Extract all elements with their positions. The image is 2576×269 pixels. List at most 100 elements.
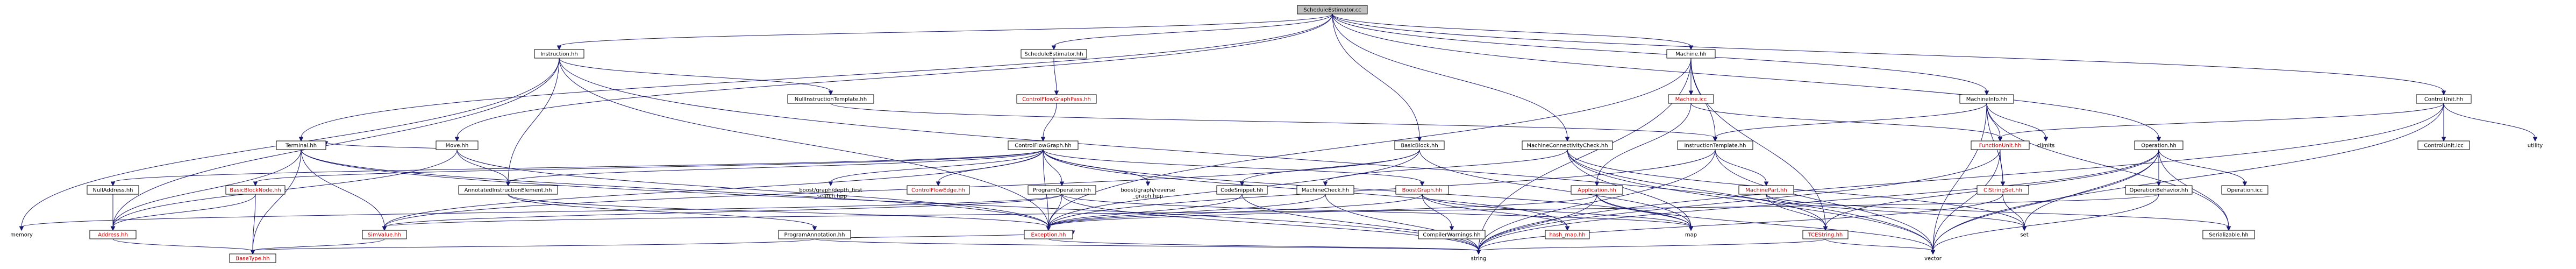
node-tcestring[interactable]: TCEString.hh xyxy=(1802,230,1849,239)
edge-machinecheck-to-string xyxy=(1325,194,1481,255)
node-machineinfo[interactable]: MachineInfo.hh xyxy=(1959,94,2014,104)
edge-controlunit-to-vector xyxy=(1930,103,2444,255)
node-nullinstrtempl[interactable]: NullInstructionTemplate.hh xyxy=(787,94,874,104)
node-basetype[interactable]: BaseType.hh xyxy=(229,253,276,263)
node-hashmap[interactable]: hash_map.hh xyxy=(1545,230,1590,239)
edge-cfg-to-annotated xyxy=(505,149,1044,187)
edge-instruction-to-nullinstrtempl xyxy=(559,58,833,96)
node-codesnippet[interactable]: CodeSnippet.hh xyxy=(1216,185,1268,195)
node-schedest[interactable]: ScheduleEstimator.hh xyxy=(1021,49,1087,59)
node-machinepart[interactable]: MachinePart.hh xyxy=(1738,185,1794,195)
node-operationicc[interactable]: Operation.icc xyxy=(2221,185,2268,195)
edge-annotated-to-exception xyxy=(508,194,1051,231)
node-machineicc[interactable]: Machine.icc xyxy=(1668,94,1714,104)
node-label: string xyxy=(1471,256,1487,262)
node-label: _graph.hpp xyxy=(1132,194,1163,200)
edge-root-to-move xyxy=(454,13,1333,142)
node-mconncheck[interactable]: MachineConnectivityCheck.hh xyxy=(1522,140,1613,150)
edge-machinepart-to-tcestring xyxy=(1766,194,1828,231)
node-label: ScheduleEstimator.hh xyxy=(1024,52,1083,58)
node-controlunitich[interactable]: ControlUnit.icc xyxy=(2417,140,2470,150)
node-utility: utility xyxy=(2528,143,2543,149)
node-label: boost/graph/reverse xyxy=(1121,188,1175,194)
edge-opbehavior-to-simvalue xyxy=(382,194,2159,231)
edge-tcestring-to-string xyxy=(1476,238,1826,255)
node-exception[interactable]: Exception.hh xyxy=(1024,230,1073,239)
edge-boostgraph-to-hashmap xyxy=(1422,194,1570,231)
node-citstringset[interactable]: CIStringSet.hh xyxy=(1976,185,2029,195)
node-root[interactable]: ScheduleEstimator.cc xyxy=(1297,5,1368,15)
edge-controlunit-to-string xyxy=(1476,103,2444,255)
edge-controlunit-to-controlunitich xyxy=(2441,103,2446,142)
node-compilerwarnings[interactable]: CompilerWarnings.hh xyxy=(1418,230,1486,239)
edge-machinepart-to-serializable xyxy=(1766,194,2231,231)
edge-schedest-to-cfgpass xyxy=(1053,58,1059,96)
node-move[interactable]: Move.hh xyxy=(436,140,479,150)
node-bgdfs: boost/graph/depth_first_search.hpp xyxy=(799,188,862,200)
edge-root-to-schedest xyxy=(1051,13,1333,51)
node-application[interactable]: Application.hh xyxy=(1571,185,1623,195)
node-label: Application.hh xyxy=(1578,188,1616,194)
node-label: Move.hh xyxy=(446,143,469,149)
edge-boostgraph-to-compilerwarnings xyxy=(1422,194,1454,231)
edge-machinepart-to-set xyxy=(1766,194,2027,231)
node-label: MachinePart.hh xyxy=(1745,188,1787,194)
node-label: ControlFlowGraphPass.hh xyxy=(1022,97,1091,103)
edge-simvalue-to-basetype xyxy=(250,238,385,255)
node-instrtempl[interactable]: InstructionTemplate.hh xyxy=(1677,140,1753,150)
node-boostgraph[interactable]: BoostGraph.hh xyxy=(1395,185,1449,195)
edge-root-to-operation xyxy=(1332,13,2161,142)
node-nulladdress[interactable]: NullAddress.hh xyxy=(87,185,139,195)
node-label: vector xyxy=(1924,256,1942,262)
edge-mconncheck-to-vector xyxy=(1567,149,1936,255)
node-simvalue[interactable]: SimValue.hh xyxy=(362,230,407,239)
node-serializable[interactable]: Serializable.hh xyxy=(2202,230,2255,239)
edge-progannot-to-basetype xyxy=(250,238,815,255)
node-opbehavior[interactable]: OperationBehavior.hh xyxy=(2125,185,2193,195)
node-operation[interactable]: Operation.hh xyxy=(2134,140,2183,150)
edge-root-to-instruction xyxy=(556,13,1333,51)
node-label: Operation.icc xyxy=(2227,188,2263,194)
node-label: OperationBehavior.hh xyxy=(2129,188,2188,194)
node-basicblocknode[interactable]: BasicBlockNode.hh xyxy=(225,185,286,195)
node-label: Instruction.hh xyxy=(540,52,577,58)
node-machine[interactable]: Machine.hh xyxy=(1666,49,1716,59)
node-label: ControlUnit.hh xyxy=(2424,97,2463,103)
node-vector: vector xyxy=(1924,256,1942,262)
edge-cfg-to-basicblocknode xyxy=(253,149,1044,187)
edge-cfg-to-boostgraph xyxy=(1043,149,1425,187)
node-label: Operation.hh xyxy=(2141,143,2177,149)
node-label: BoostGraph.hh xyxy=(1402,188,1443,194)
node-functionunit[interactable]: FunctionUnit.hh xyxy=(1971,140,2030,150)
node-label: TCEString.hh xyxy=(1808,232,1843,238)
node-map: map xyxy=(1685,232,1697,238)
node-cfedge[interactable]: ControlFlowEdge.hh xyxy=(907,185,970,195)
node-instruction[interactable]: Instruction.hh xyxy=(534,49,584,59)
edge-address-to-basetype xyxy=(112,238,255,255)
node-controlunit[interactable]: ControlUnit.hh xyxy=(2416,94,2472,104)
node-cfgpass[interactable]: ControlFlowGraphPass.hh xyxy=(1016,94,1097,104)
node-machinecheck[interactable]: MachineCheck.hh xyxy=(1296,185,1354,195)
node-label: NullInstructionTemplate.hh xyxy=(795,97,867,103)
edge-machineinfo-to-instrtempl xyxy=(1712,103,1987,142)
node-annotated[interactable]: AnnotatedInstructionElement.hh xyxy=(458,185,558,195)
node-label: BaseType.hh xyxy=(236,256,269,262)
node-label: MachineConnectivityCheck.hh xyxy=(1526,143,1608,149)
node-progop[interactable]: ProgramOperation.hh xyxy=(1027,185,1096,195)
node-terminal[interactable]: Terminal.hh xyxy=(276,140,326,150)
node-progannot[interactable]: ProgramAnnotation.hh xyxy=(778,230,851,239)
node-label: MachineCheck.hh xyxy=(1302,188,1349,194)
node-basicblock[interactable]: BasicBlock.hh xyxy=(1394,140,1445,150)
node-label: Address.hh xyxy=(98,232,128,238)
edge-terminal-to-basetype xyxy=(250,149,302,255)
node-address[interactable]: Address.hh xyxy=(89,230,137,239)
node-cfg[interactable]: ControlFlowGraph.hh xyxy=(1008,140,1079,150)
node-label: ControlFlowGraph.hh xyxy=(1015,143,1072,149)
edge-cfgpass-to-cfg xyxy=(1040,103,1057,142)
edge-cfg-to-progop xyxy=(1043,149,1065,187)
edge-root-to-basicblock xyxy=(1332,13,1422,142)
edge-exception-to-string xyxy=(1048,238,1481,255)
node-label: AnnotatedInstructionElement.hh xyxy=(465,188,552,194)
edge-application-to-vector xyxy=(1596,194,1936,255)
